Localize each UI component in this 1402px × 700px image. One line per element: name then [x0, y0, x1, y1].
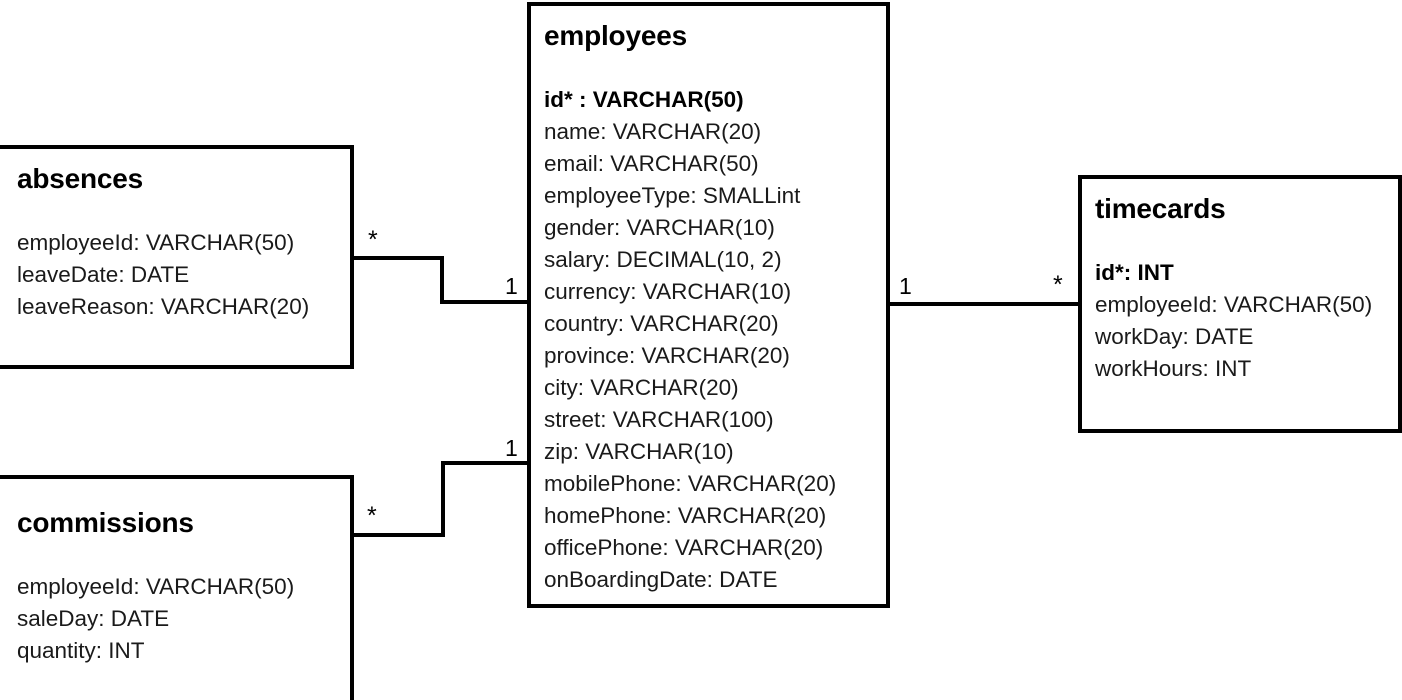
attribute-row: quantity: INT	[17, 638, 145, 663]
entity-title-employees: employees	[544, 20, 687, 51]
entity-box-employees[interactable]: employees id* : VARCHAR(50) name: VARCHA…	[527, 2, 890, 608]
attribute-row: email: VARCHAR(50)	[544, 151, 759, 176]
cardinality-absences-many: *	[368, 226, 378, 254]
attribute-row: employeeId: VARCHAR(50)	[17, 574, 295, 599]
attribute-list-timecards: id*: INT employeeId: VARCHAR(50) workDay…	[1095, 257, 1372, 385]
attribute-row: street: VARCHAR(100)	[544, 407, 774, 432]
attribute-row: employeeId: VARCHAR(50)	[1095, 292, 1373, 317]
cardinality-timecards-many: *	[1053, 271, 1063, 299]
entity-title-absences: absences	[17, 163, 144, 194]
attribute-row: zip: VARCHAR(10)	[544, 439, 734, 464]
connector-commissions-employees	[352, 461, 531, 537]
connector-absences-employees	[352, 256, 531, 304]
cardinality-absences-employees-one: 1	[505, 273, 518, 299]
attribute-list-employees: id* : VARCHAR(50) name: VARCHAR(20) emai…	[544, 84, 836, 596]
cardinality-commissions-employees-one: 1	[505, 435, 518, 461]
attribute-row: employeeId: VARCHAR(50)	[17, 230, 295, 255]
entity-box-timecards[interactable]: timecards id*: INT employeeId: VARCHAR(5…	[1078, 175, 1402, 433]
attribute-row-primary-key: id*: INT	[1095, 260, 1174, 285]
entity-title-timecards: timecards	[1095, 193, 1226, 224]
attribute-row: currency: VARCHAR(10)	[544, 279, 792, 304]
attribute-list-commissions: employeeId: VARCHAR(50) saleDay: DATE qu…	[17, 571, 294, 667]
attribute-row: gender: VARCHAR(10)	[544, 215, 775, 240]
attribute-row: workDay: DATE	[1095, 324, 1254, 349]
attribute-row: country: VARCHAR(20)	[544, 311, 779, 336]
attribute-row: onBoardingDate: DATE	[544, 567, 778, 592]
attribute-row: mobilePhone: VARCHAR(20)	[544, 471, 837, 496]
cardinality-employees-one: 1	[899, 273, 912, 299]
attribute-row: city: VARCHAR(20)	[544, 375, 739, 400]
attribute-row: homePhone: VARCHAR(20)	[544, 503, 827, 528]
attribute-row: employeeType: SMALLint	[544, 183, 801, 208]
attribute-row: name: VARCHAR(20)	[544, 119, 762, 144]
attribute-row: officePhone: VARCHAR(20)	[544, 535, 824, 560]
attribute-row-primary-key: id* : VARCHAR(50)	[544, 87, 744, 112]
entity-box-absences[interactable]: absences employeeId: VARCHAR(50) leaveDa…	[0, 145, 354, 369]
attribute-list-absences: employeeId: VARCHAR(50) leaveDate: DATE …	[17, 227, 309, 323]
entity-box-commissions[interactable]: commissions employeeId: VARCHAR(50) sale…	[0, 475, 354, 700]
attribute-row: leaveDate: DATE	[17, 262, 190, 287]
attribute-row: saleDay: DATE	[17, 606, 170, 631]
attribute-row: leaveReason: VARCHAR(20)	[17, 294, 310, 319]
attribute-row: salary: DECIMAL(10, 2)	[544, 247, 782, 272]
entity-title-commissions: commissions	[17, 507, 194, 538]
attribute-row: workHours: INT	[1095, 356, 1252, 381]
cardinality-commissions-many: *	[367, 502, 377, 530]
attribute-row: province: VARCHAR(20)	[544, 343, 790, 368]
